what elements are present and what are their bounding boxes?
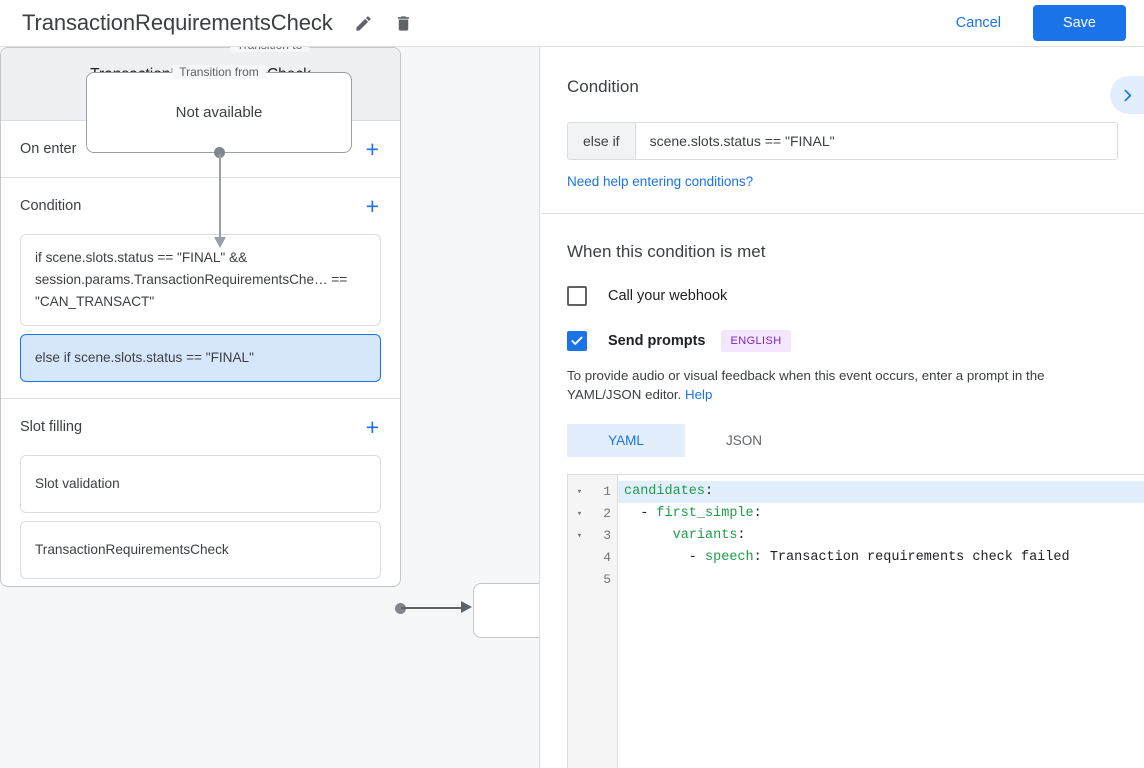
editor-gutter: 1 2 3 4 5 — [591, 475, 618, 768]
code-line[interactable]: candidates: — [618, 481, 1144, 503]
page-title: TransactionRequirementsCheck — [22, 10, 333, 35]
code-punct: : — [737, 528, 746, 543]
line-number: 3 — [603, 528, 611, 543]
section-label-condition: Condition — [20, 198, 82, 214]
slot-item-text: TransactionRequirementsCheck — [35, 542, 229, 557]
code-key: variants — [672, 528, 738, 543]
section-label-on-enter: On enter — [20, 141, 77, 157]
send-prompts-checkbox[interactable] — [567, 331, 587, 351]
condition-prefix-label: else if — [568, 123, 636, 159]
tab-yaml[interactable]: YAML — [567, 424, 685, 457]
call-webhook-row[interactable]: Call your webhook — [567, 286, 1118, 306]
code-punct: : — [753, 550, 762, 565]
fold-toggle-icon — [568, 569, 591, 591]
send-prompts-row[interactable]: Send prompts ENGLISH — [567, 330, 1118, 352]
condition-input-group: else if — [567, 122, 1118, 160]
code-key: candidates — [624, 484, 706, 499]
code-punct: : — [705, 484, 714, 499]
code-line[interactable]: - speech: Transaction requirements check… — [618, 547, 1144, 569]
connector-line-selected — [401, 607, 463, 609]
cancel-button[interactable]: Cancel — [942, 6, 1015, 40]
transition-from-node[interactable]: Transition from Not available — [86, 65, 352, 153]
connector-dot — [214, 147, 225, 158]
call-webhook-checkbox[interactable] — [567, 286, 587, 306]
top-bar: TransactionRequirementsCheck Cancel Save — [0, 0, 1144, 47]
slot-item-text: Slot validation — [35, 476, 120, 491]
save-button[interactable]: Save — [1032, 5, 1126, 41]
trash-icon[interactable] — [387, 6, 421, 40]
code-key: first_simple — [656, 506, 754, 521]
code-line[interactable]: - first_simple: — [618, 503, 1144, 525]
fold-toggle-icon[interactable]: ▾ — [576, 531, 583, 541]
send-prompts-label: Send prompts — [608, 333, 706, 349]
editor-tabs: YAML JSON — [567, 424, 1118, 457]
list-item[interactable]: Slot validation — [20, 455, 381, 513]
help-link[interactable]: Help — [685, 387, 713, 402]
prompts-description-text: To provide audio or visual feedback when… — [567, 368, 1045, 402]
condition-heading: Condition — [567, 77, 639, 96]
when-condition-met-heading: When this condition is met — [567, 242, 766, 261]
tab-json[interactable]: JSON — [725, 433, 762, 448]
section-slot-filling: Slot filling + Slot validation Transacti… — [1, 399, 400, 586]
connector-arrowhead-selected — [461, 601, 472, 613]
line-number: 5 — [603, 572, 611, 587]
section-condition: Condition + if scene.slots.status == "FI… — [1, 178, 400, 399]
list-item[interactable]: if scene.slots.status == "FINAL" && sess… — [20, 234, 381, 326]
connector-arrowhead — [214, 237, 226, 248]
line-number: 4 — [603, 550, 611, 565]
graph-panel: Transition from Not available Transition… — [0, 47, 540, 768]
code-indent — [624, 528, 673, 543]
code-indent: - — [624, 506, 657, 521]
code-line[interactable] — [618, 569, 1144, 591]
fold-toggle-icon[interactable]: ▾ — [576, 509, 583, 519]
plus-icon-condition[interactable]: + — [365, 192, 379, 219]
code-indent: - — [624, 550, 706, 565]
transition-from-legend: Transition from — [172, 65, 266, 79]
line-number: 1 — [603, 484, 611, 499]
need-help-entering-conditions-link[interactable]: Need help entering conditions? — [567, 174, 754, 189]
condition-met-block: When this condition is met Call your web… — [541, 214, 1144, 457]
plus-icon-slot-filling[interactable]: + — [365, 413, 379, 440]
transition-to-legend: Transition to — [229, 47, 310, 52]
fold-toggle-icon — [568, 547, 591, 569]
editor-content[interactable]: candidates: - first_simple: variants: - … — [618, 475, 1144, 768]
code-editor[interactable]: ▾ ▾ ▾ 1 2 3 4 5 candidates: - first_simp… — [567, 474, 1144, 768]
list-item[interactable]: TransactionRequirementsCheck — [20, 521, 381, 579]
target-node[interactable] — [473, 583, 539, 638]
section-on-enter: On enter + — [1, 121, 400, 178]
list-item[interactable]: else if scene.slots.status == "FINAL" — [20, 334, 381, 382]
prompts-description: To provide audio or visual feedback when… — [567, 366, 1118, 404]
editor-fold-column: ▾ ▾ ▾ — [568, 475, 591, 768]
code-value: Transaction requirements check failed — [761, 550, 1070, 565]
call-webhook-label: Call your webhook — [608, 288, 728, 304]
condition-text: else if scene.slots.status == "FINAL" — [35, 350, 254, 365]
chevron-right-icon[interactable] — [1110, 76, 1144, 114]
connector-dot-selected — [395, 603, 406, 614]
code-punct: : — [753, 506, 762, 521]
code-line[interactable]: variants: — [618, 525, 1144, 547]
line-number: 2 — [603, 506, 611, 521]
top-bar-actions: Cancel Save — [942, 5, 1126, 41]
transition-from-value: Not available — [175, 104, 263, 121]
condition-text: if scene.slots.status == "FINAL" && sess… — [35, 250, 348, 309]
condition-input[interactable] — [635, 123, 1117, 159]
section-label-slot-filling: Slot filling — [20, 419, 83, 435]
fold-toggle-icon[interactable]: ▾ — [576, 487, 583, 497]
plus-icon-on-enter[interactable]: + — [365, 135, 379, 162]
condition-block: Condition else if Need help entering con… — [541, 47, 1144, 214]
language-badge: ENGLISH — [721, 330, 791, 352]
connector-line — [219, 154, 221, 239]
code-key: speech — [705, 550, 754, 565]
pencil-icon[interactable] — [347, 6, 381, 40]
